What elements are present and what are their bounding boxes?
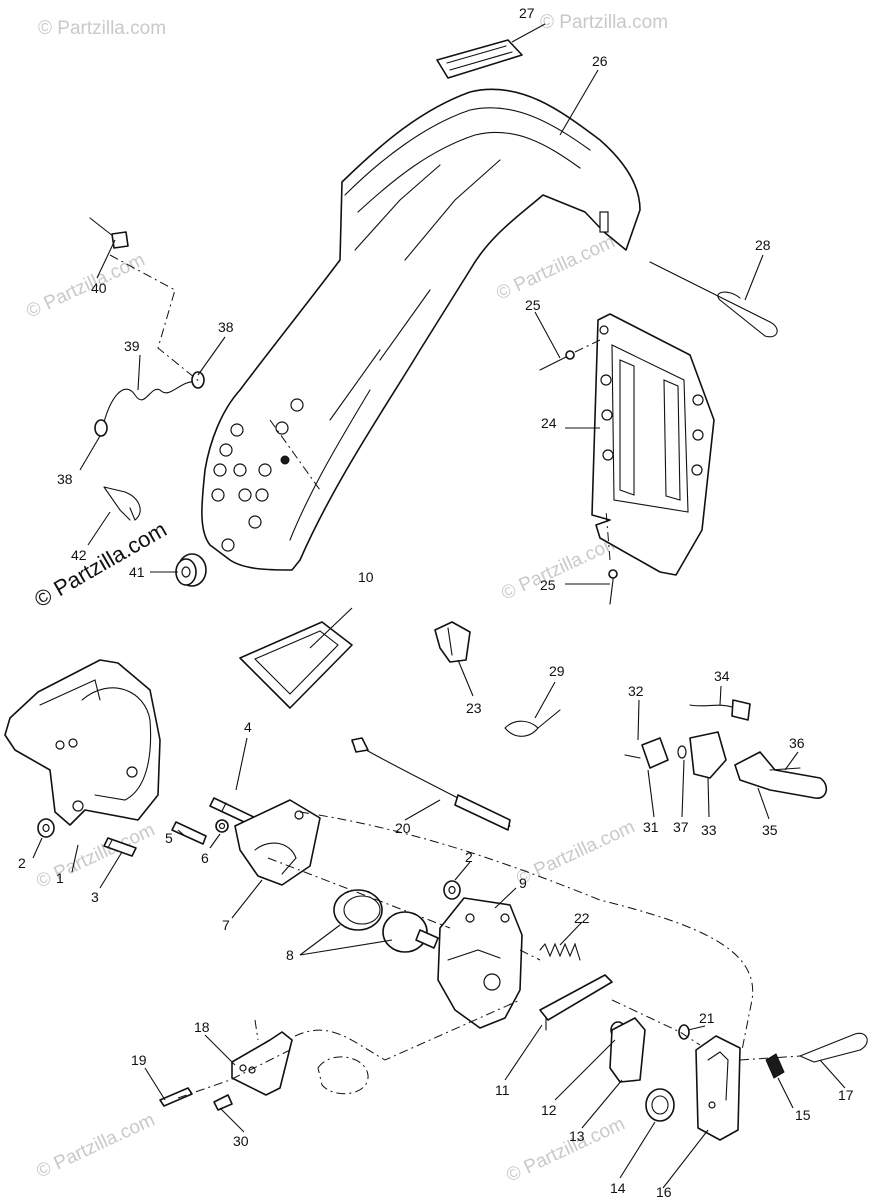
callout-label: 21 — [699, 1010, 715, 1026]
washer-part-6 — [215, 819, 229, 833]
callout-labels: 27 26 28 40 25 38 39 24 38 42 41 25 10 2… — [18, 5, 854, 1200]
callout-label: 40 — [91, 280, 107, 296]
spring-part-22 — [539, 942, 581, 961]
lever-guard-part-16 — [695, 1035, 741, 1141]
bracket-part-1 — [4, 659, 161, 826]
lanyard-cable-part-39 — [94, 254, 205, 437]
callout-label: 22 — [574, 910, 590, 926]
nut-part-2-left — [37, 818, 55, 838]
callout-label: 38 — [57, 471, 73, 487]
callout-label: 15 — [795, 1107, 811, 1123]
main-plate-part-9 — [437, 897, 523, 1029]
callout-label: 17 — [838, 1087, 854, 1103]
rollers-part-8 — [333, 889, 439, 953]
switch-lead-part-34 — [689, 699, 751, 721]
rivet-part-25-upper — [539, 339, 601, 371]
washer-part-21 — [678, 1024, 690, 1040]
cable-tie-part-29 — [504, 709, 561, 737]
callout-label: 2 — [18, 855, 26, 871]
leader-lines — [32, 23, 846, 1189]
callout-label: 30 — [233, 1133, 249, 1149]
callout-label: 2 — [465, 849, 473, 865]
bracket-part-13 — [609, 1017, 646, 1083]
bolt-part-30 — [213, 1094, 233, 1111]
callout-label: 37 — [673, 819, 689, 835]
callout-label: 12 — [541, 1102, 557, 1118]
bushing-part-41 — [175, 553, 207, 587]
bolt-part-19 — [159, 1087, 193, 1107]
faint-watermark: © Partzilla.com — [503, 1113, 628, 1186]
callout-label: 23 — [466, 700, 482, 716]
hitch-pin-clip-part-42 — [103, 486, 141, 521]
handlebar-frame-part-26 — [201, 88, 641, 571]
guard-plate-part-24 — [591, 313, 715, 576]
brand-watermark: © Partzilla.com — [30, 517, 171, 613]
faint-watermark: © Partzilla.com — [33, 1109, 158, 1182]
callout-label: 20 — [395, 820, 411, 836]
lever-group-parts-31-37 — [624, 731, 828, 799]
callout-label: 7 — [222, 917, 230, 933]
callout-label: 19 — [131, 1052, 147, 1068]
callout-label: 14 — [610, 1180, 626, 1196]
bracket-part-11 — [539, 974, 613, 1031]
callout-label: 34 — [714, 668, 730, 684]
faint-watermark: © Partzilla.com — [513, 816, 638, 889]
callout-label: 6 — [201, 850, 209, 866]
pulley-part-14 — [645, 1088, 675, 1122]
callout-label: 11 — [495, 1082, 510, 1098]
callout-label: 13 — [569, 1128, 585, 1144]
clevis-pin-part-40 — [89, 217, 129, 249]
callout-label: 25 — [525, 297, 541, 313]
callout-label: 35 — [762, 822, 778, 838]
callout-label: 27 — [519, 5, 535, 21]
rivet-part-25-lower — [605, 509, 618, 605]
faint-watermark: © Partzilla.com — [540, 12, 668, 33]
callout-label: 38 — [218, 319, 234, 335]
callout-label: 42 — [71, 547, 87, 563]
hair-pin-part-28 — [649, 261, 778, 338]
faint-watermark: © Partzilla.com — [493, 231, 618, 304]
frame-part-10 — [239, 621, 353, 709]
nut-part-2-right — [443, 880, 461, 900]
callout-label: 9 — [519, 875, 527, 891]
callout-label: 28 — [755, 237, 771, 253]
bolt-part-3 — [103, 837, 137, 857]
callout-label: 4 — [244, 719, 252, 735]
callout-label: 8 — [286, 947, 294, 963]
clip-part-23 — [434, 621, 471, 663]
callout-label: 5 — [165, 830, 173, 846]
callout-label: 25 — [540, 577, 556, 593]
clip-part-15 — [765, 1053, 785, 1079]
callout-label: 31 — [643, 819, 659, 835]
callout-label: 24 — [541, 415, 557, 431]
pin-part-17 — [799, 1032, 868, 1063]
dashed-routing-lines — [177, 811, 801, 1099]
faint-watermark: © Partzilla.com — [38, 18, 166, 39]
faint-watermark: © Partzilla.com — [498, 531, 623, 604]
cable-part-20 — [351, 737, 511, 831]
callout-label: 39 — [124, 338, 140, 354]
faint-watermark: © Partzilla.com — [23, 249, 148, 322]
decal-part-27 — [436, 39, 523, 79]
callout-label: 32 — [628, 683, 644, 699]
callout-label: 16 — [656, 1184, 672, 1200]
callout-label: 10 — [358, 569, 374, 585]
callout-label: 26 — [592, 53, 608, 69]
callout-label: 33 — [701, 822, 717, 838]
bolt-part-5 — [171, 821, 207, 845]
callout-label: 3 — [91, 889, 99, 905]
callout-label: 18 — [194, 1019, 210, 1035]
callout-label: 36 — [789, 735, 805, 751]
callout-label: 29 — [549, 663, 565, 679]
callout-label: 41 — [129, 564, 145, 580]
housing-part-7 — [234, 799, 321, 886]
callout-label: 1 — [56, 870, 64, 886]
bracket-part-18 — [231, 999, 521, 1096]
